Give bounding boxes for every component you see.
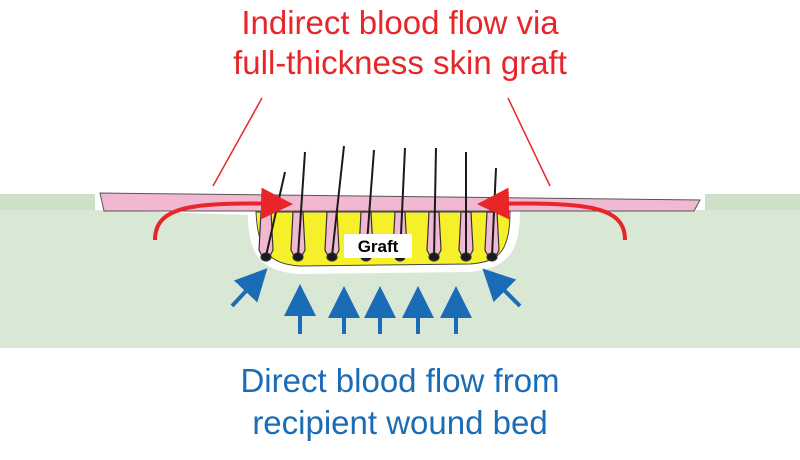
direct-flow-arrow <box>230 268 268 308</box>
direct-arrows <box>230 268 522 334</box>
graft-label-box <box>344 234 412 258</box>
indirect-caption-line2: full-thickness skin graft <box>233 44 567 81</box>
indirect-arrow-right <box>477 187 627 241</box>
hair-shaft <box>433 147 437 257</box>
indirect-leader-left <box>212 97 263 187</box>
hair-shaft <box>297 151 306 257</box>
direct-caption-line1: Direct blood flow from <box>240 362 560 399</box>
hair-shaft <box>331 145 345 257</box>
indirect-caption-line1: Indirect blood flow via <box>241 4 559 41</box>
indirect-leader-right <box>507 97 551 187</box>
graft-label: Graft <box>358 237 399 256</box>
direct-flow-arrow <box>482 268 522 308</box>
indirect-arrow-left <box>153 187 293 241</box>
direct-caption-line2: recipient wound bed <box>252 404 548 441</box>
